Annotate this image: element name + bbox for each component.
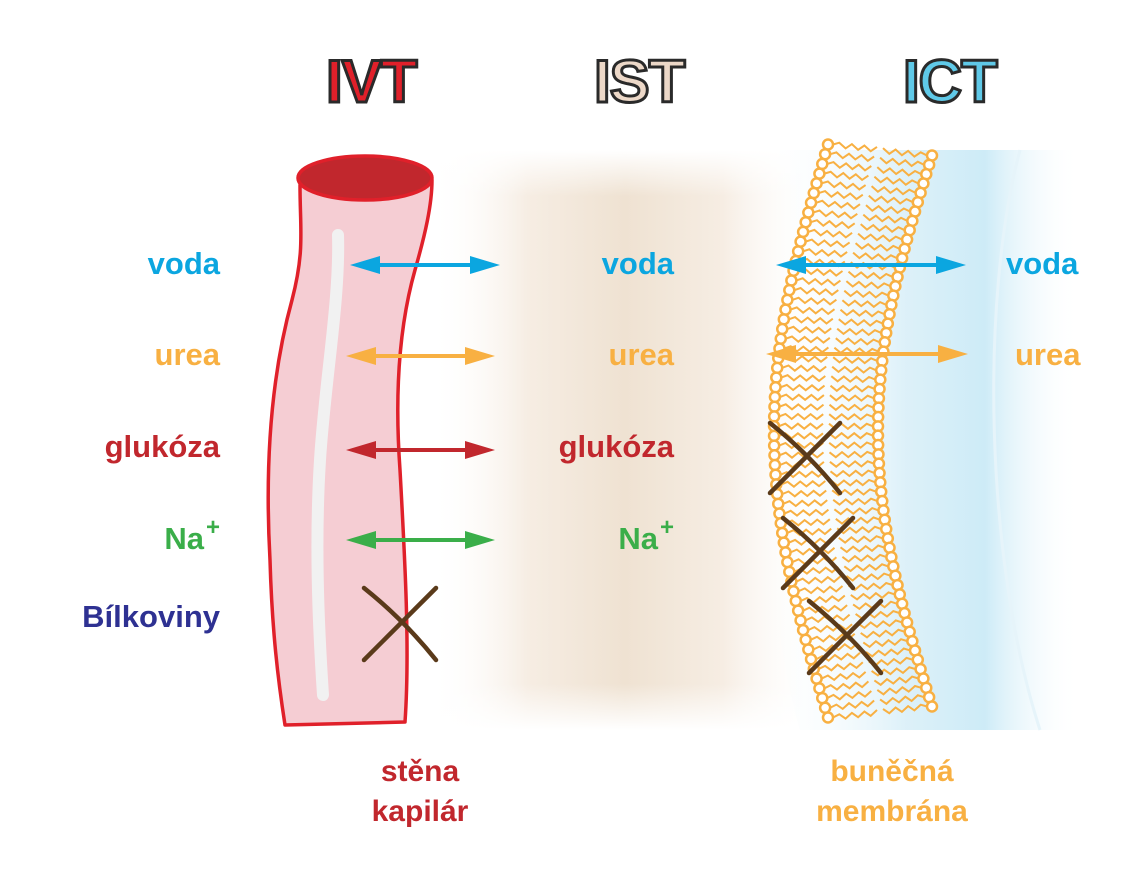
cell-membrane-bilayer [767, 138, 939, 724]
lipid-pair [777, 313, 895, 330]
transport-arrows [346, 256, 968, 549]
lipid-pair [770, 361, 888, 377]
ict-cell-region [762, 150, 1080, 730]
ist-space-fade [430, 150, 820, 730]
blocked-markers [361, 420, 884, 676]
lipid-pair [779, 303, 896, 321]
lipid-pair [767, 410, 885, 424]
lipid-pair [767, 438, 885, 452]
ict-cell-edge [992, 149, 1042, 731]
lipid-pair [818, 147, 936, 172]
lipid-pair [821, 700, 939, 724]
lipid-pair [787, 578, 904, 598]
lipid-pair [771, 494, 889, 511]
cell-membrane-caption: buněčná membrána [782, 752, 1002, 832]
arrow-urea-membrane [766, 345, 968, 363]
title-ict: ICT [902, 48, 1000, 115]
lipid-pair [785, 274, 902, 293]
title-ivt: IVT [324, 48, 418, 115]
left-label-voda: voda [147, 246, 220, 281]
lipid-pair [810, 662, 927, 685]
arrow-glukoza-capillary [346, 441, 495, 459]
middle-label-voda: voda [601, 246, 674, 281]
membrane-caption-line2: membrána [816, 795, 968, 828]
left-label-urea: urea [154, 337, 220, 372]
lipid-pair [813, 672, 930, 695]
lipid-pair [767, 429, 885, 443]
cross-glukoza-membrane [767, 420, 843, 496]
arrow-urea-capillary [346, 347, 495, 365]
cross-na-membrane [780, 515, 856, 591]
right-label-clip: voda urea [1000, 0, 1082, 873]
middle-label-na: Na+ [618, 514, 674, 560]
middle-label-na-text: Na [618, 521, 658, 556]
lipid-pair [768, 448, 885, 462]
capillary-caption-line1: stěna [380, 755, 460, 788]
cross-bilkoviny-membrane [806, 598, 884, 676]
lipid-pair [769, 381, 886, 396]
lipid-pair [813, 167, 930, 190]
middle-label-glukoza: glukóza [558, 429, 674, 464]
arrow-na-capillary [346, 531, 495, 549]
membrane-caption-line1: buněčná [830, 755, 954, 788]
lipid-pair [781, 550, 898, 569]
left-label-na-sup: + [205, 514, 220, 541]
left-label-bilkoviny: Bílkoviny [82, 599, 220, 634]
left-label-glukoza: glukóza [104, 429, 220, 464]
capillary-wall-caption: stěna kapilár [330, 752, 510, 832]
right-label-urea: urea [1015, 337, 1081, 372]
lipid-pair [781, 293, 898, 312]
middle-label-urea: urea [608, 337, 674, 372]
arrow-voda-capillary [350, 256, 500, 274]
cross-bilkoviny-capillary [361, 585, 439, 663]
right-label-voda: voda [1006, 246, 1079, 281]
left-label-na: Na+ [164, 514, 220, 560]
left-label-na-text: Na [164, 521, 204, 556]
arrow-voda-membrane [776, 256, 966, 274]
title-ist: IST [592, 48, 686, 115]
lipid-pair [799, 625, 916, 647]
lipid-pair [775, 322, 893, 340]
capillary-caption-line2: kapilár [371, 795, 469, 828]
middle-label-na-sup: + [659, 514, 674, 541]
capillary-vessel [266, 154, 434, 727]
